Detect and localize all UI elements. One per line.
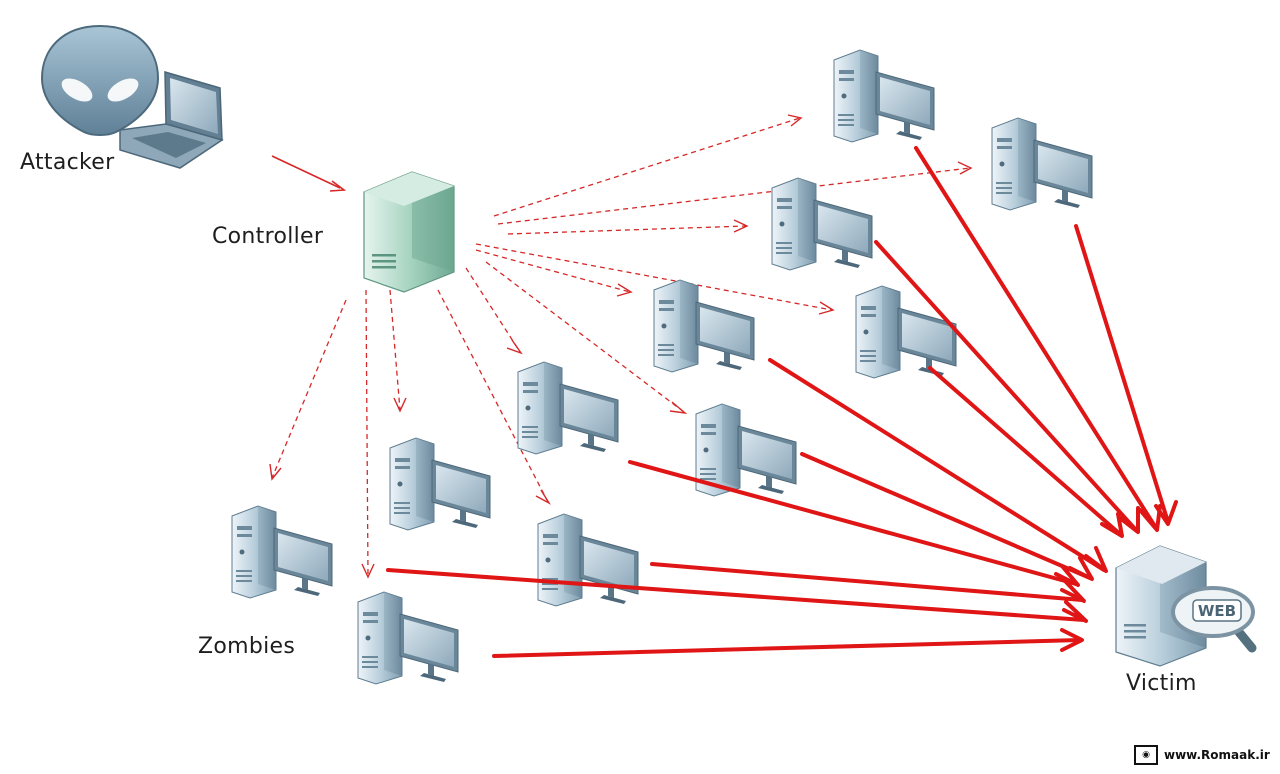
desktop-computer-icon [517, 361, 619, 455]
attack-arrow [928, 366, 1122, 536]
dashed-arrow [365, 289, 369, 577]
laptop-icon [119, 70, 224, 169]
dashed-arrow [389, 289, 401, 411]
dashed-arrow [485, 261, 685, 413]
dashed-arrow [437, 289, 549, 503]
watermark: ◉ www.Romaak.ir [1134, 745, 1270, 765]
web-badge-text: WEB [1198, 602, 1236, 620]
attack-arrow [650, 562, 1084, 602]
desktop-computer-icon [231, 505, 333, 599]
desktop-computer-icon [389, 437, 491, 531]
magnifier-icon [1171, 586, 1257, 653]
attacker-to-controller-arrow [271, 155, 347, 192]
dashed-arrow [465, 267, 521, 353]
attack-arrow [768, 358, 1106, 572]
desktop-computer-icon [653, 279, 755, 373]
zombies-to-victim-arrows [386, 146, 1170, 658]
dashed-arrowheads [269, 114, 973, 579]
dashed-arrow [497, 167, 971, 225]
desktop-computer-icon [357, 591, 459, 685]
desktop-computer-icon [771, 177, 873, 271]
victim-label: Victim [1126, 671, 1197, 696]
attack-arrowheads [1054, 500, 1178, 652]
victim-web-server-icon: WEB [1115, 545, 1257, 667]
desktop-computer-icon [991, 117, 1093, 211]
watermark-text: www.Romaak.ir [1164, 748, 1270, 762]
controller-to-zombies-arrows [271, 117, 971, 577]
dashed-arrow [475, 249, 631, 293]
desktop-computer-icon [855, 285, 957, 379]
zombies-label: Zombies [198, 634, 296, 659]
attack-arrow [800, 452, 1092, 580]
alien-head-icon [40, 24, 160, 136]
dashed-arrow [493, 117, 801, 217]
desktop-computer-icon [537, 513, 639, 607]
attacker-node [40, 24, 224, 169]
attack-arrow [492, 638, 1082, 658]
dashed-arrow [507, 225, 747, 235]
attacker-label: Attacker [20, 150, 115, 175]
attack-arrow [386, 568, 1086, 622]
attack-arrow [628, 460, 1078, 586]
attack-arrow [1074, 224, 1170, 524]
watermark-logo-icon: ◉ [1134, 745, 1158, 765]
dashed-arrow [271, 299, 347, 479]
attack-arrow [914, 146, 1158, 530]
desktop-computer-icon [833, 49, 935, 143]
controller-label: Controller [212, 224, 324, 249]
attack-arrow [874, 240, 1138, 532]
controller-server-icon [363, 171, 455, 293]
dashed-arrow [475, 243, 833, 311]
